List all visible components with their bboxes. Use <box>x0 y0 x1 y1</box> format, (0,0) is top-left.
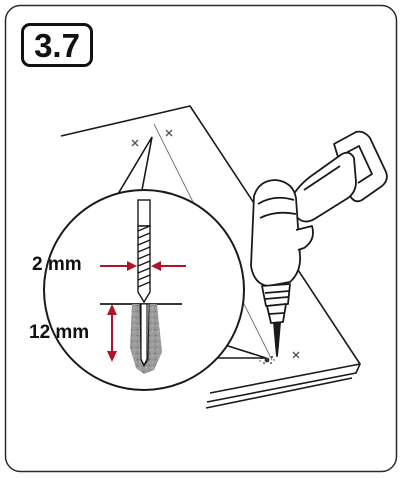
screw-mark-icon <box>165 129 173 137</box>
depth-label: 12 mm <box>29 322 90 343</box>
drill-bit-icon <box>137 199 151 304</box>
panel-frame <box>4 4 398 473</box>
step-number: 3.7 <box>34 26 80 64</box>
cordless-drill-icon <box>250 130 388 357</box>
instruction-illustration <box>4 4 398 473</box>
step-number-badge: 3.7 <box>21 23 93 67</box>
diameter-dimension <box>100 261 186 271</box>
diameter-label: 2 mm <box>32 254 82 275</box>
depth-dimension <box>107 304 117 362</box>
screw-mark-icon <box>292 351 300 359</box>
screw-mark-icon <box>131 139 139 147</box>
instruction-panel: 3.7 2 mm 12 mm <box>4 4 398 473</box>
